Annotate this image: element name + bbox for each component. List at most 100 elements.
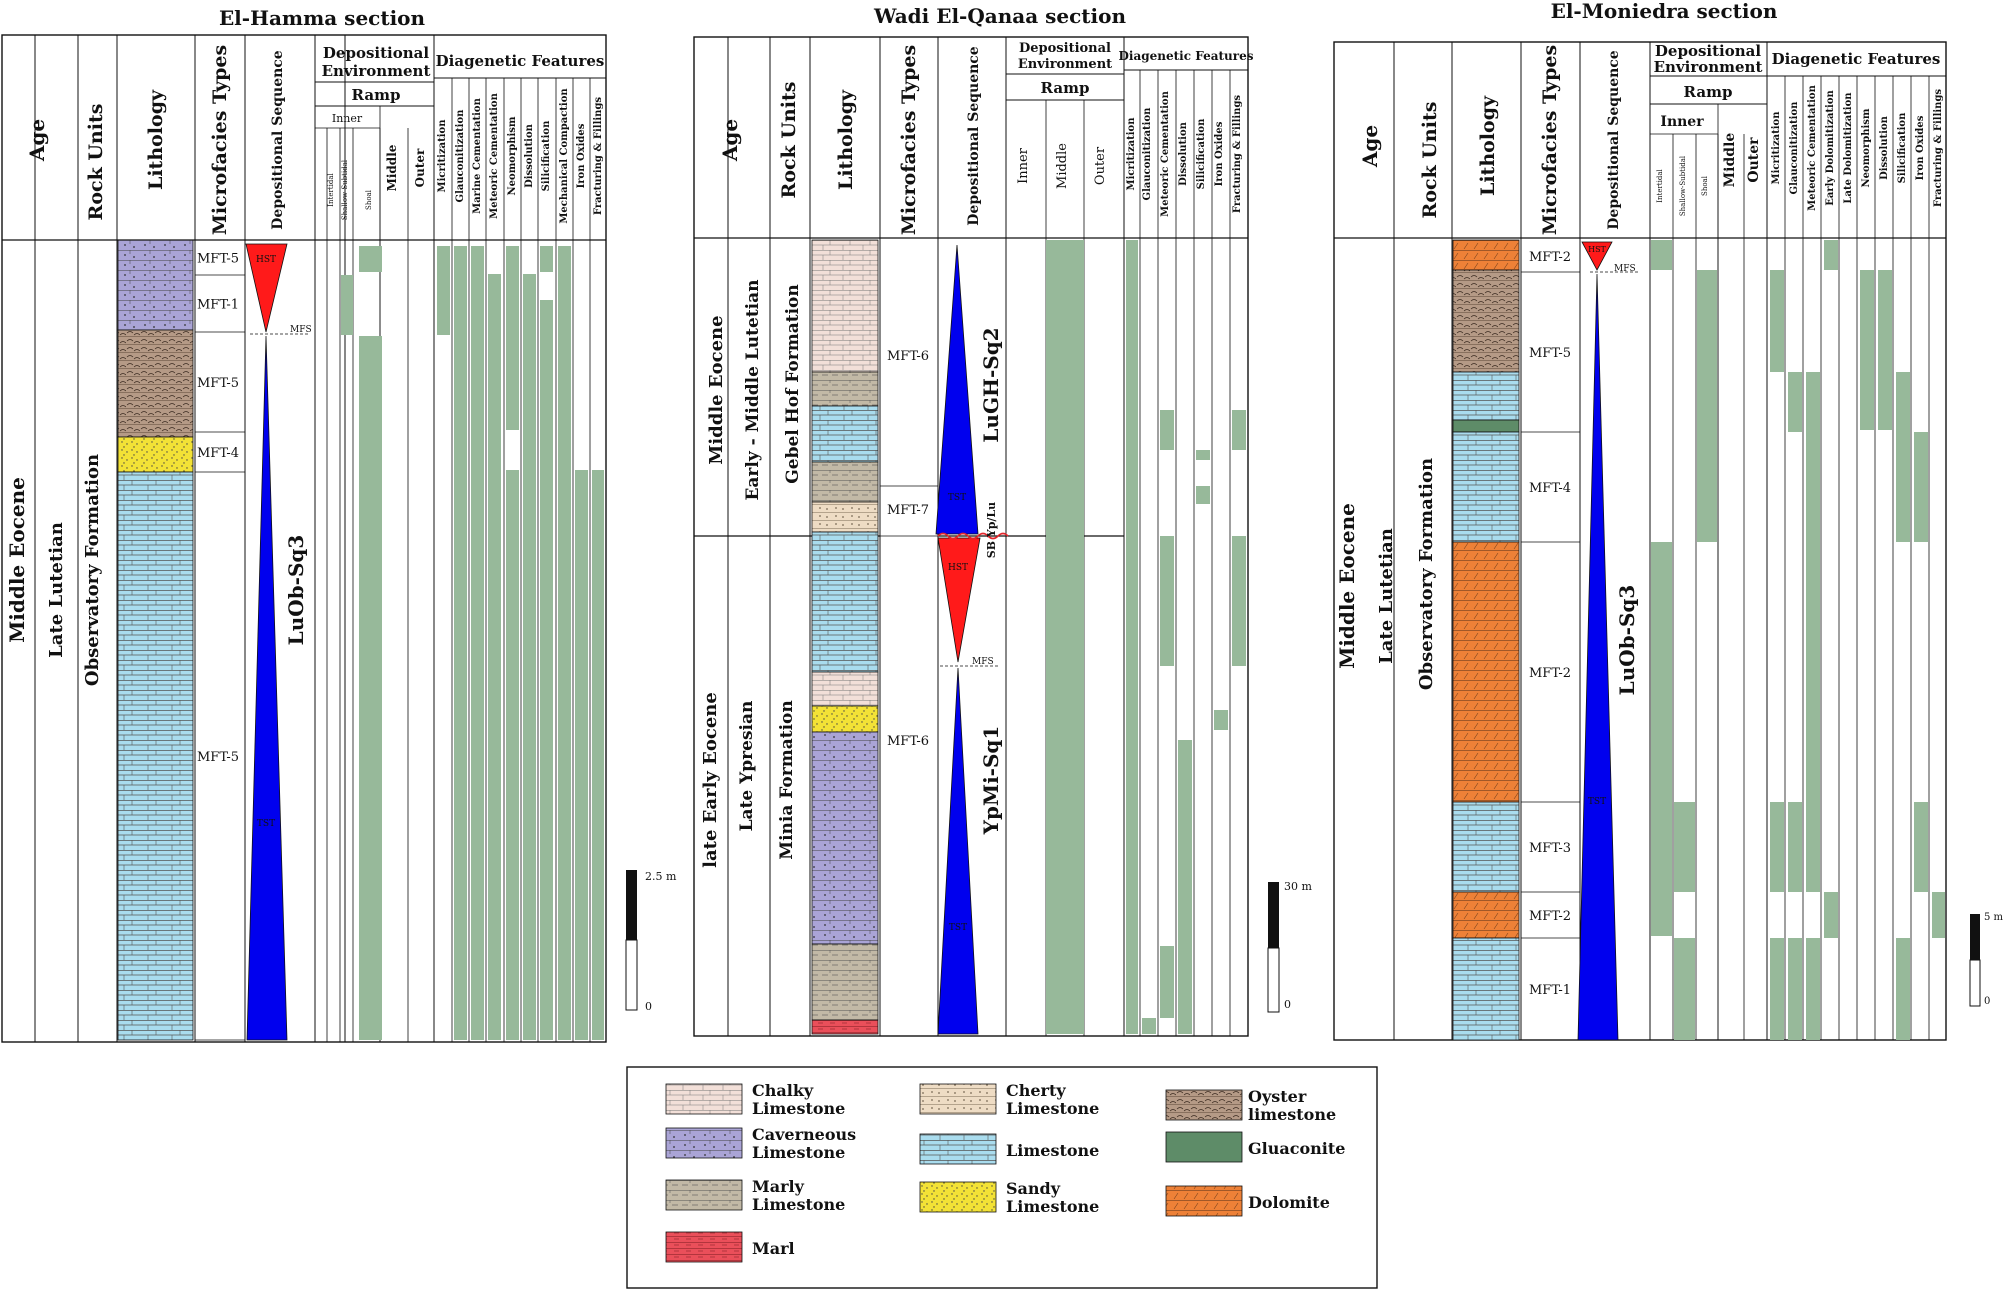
microfacies-label: MFT-6 bbox=[887, 349, 929, 364]
scale-label: 0 bbox=[1984, 996, 1990, 1007]
sequence-name: LuOb-Sq3 bbox=[1615, 585, 1639, 696]
lithology-bed bbox=[811, 671, 879, 707]
tst-triangle bbox=[937, 667, 979, 1035]
legend-swatch bbox=[665, 1127, 743, 1159]
lithology-header: Lithology bbox=[145, 89, 167, 190]
intertidal-header: Intertidal bbox=[1656, 168, 1664, 202]
scale-label: 5 m bbox=[1984, 912, 2004, 923]
scale-bar-black bbox=[1970, 914, 1980, 960]
microfacies-label: MFT-6 bbox=[887, 734, 929, 749]
tst-label: TST bbox=[949, 923, 967, 933]
hst-triangle bbox=[245, 243, 288, 333]
legend-label: Caverneous bbox=[752, 1125, 856, 1144]
diagenetic-fill bbox=[1896, 938, 1910, 1040]
legend-swatch bbox=[1165, 1185, 1243, 1217]
shoal-header: Shoal bbox=[1701, 175, 1709, 196]
hst-label: HST bbox=[256, 255, 276, 265]
formation-label: Gebel Hof Formation bbox=[783, 284, 803, 484]
lithology-bed bbox=[117, 239, 194, 331]
diagenetic-fill bbox=[1932, 892, 1945, 938]
diagenetic-feature-label: Marine Cementation bbox=[472, 97, 483, 213]
diagenetic-feature-label: Dissolution bbox=[1178, 121, 1189, 186]
diagenetic-fill bbox=[1160, 410, 1174, 450]
shallow-subtidal-header: Shallow-Subtidal bbox=[341, 159, 349, 220]
diagenetic-fill bbox=[540, 300, 553, 1040]
environment-header: Depositional bbox=[1019, 41, 1111, 56]
environment-fill bbox=[1674, 802, 1695, 892]
legend-label: Limestone bbox=[752, 1143, 845, 1162]
lithology-bed bbox=[1452, 371, 1520, 421]
age-header: Age bbox=[25, 119, 49, 162]
section-frame bbox=[1333, 41, 1947, 1041]
stage-label: Early - Middle Lutetian bbox=[743, 279, 763, 500]
diagenetic-fill bbox=[1824, 240, 1838, 270]
scale-bar-white bbox=[1267, 947, 1280, 1013]
diagenetic-header: Diagenetic Features bbox=[436, 52, 605, 70]
hst-triangle bbox=[937, 537, 981, 663]
microfacies-header: Microfacies Types bbox=[1539, 45, 1561, 235]
legend-label: Oyster bbox=[1248, 1087, 1307, 1106]
diagenetic-fill bbox=[488, 274, 501, 1040]
diagenetic-fill bbox=[1160, 536, 1174, 666]
scale-bar-black bbox=[1268, 882, 1279, 948]
middle-header: Middle bbox=[1055, 143, 1070, 189]
environment-fill bbox=[1697, 270, 1717, 542]
lithology-bed bbox=[811, 461, 879, 503]
rock-units-header: Rock Units bbox=[85, 104, 107, 221]
legend-label: Limestone bbox=[1006, 1099, 1099, 1118]
diagenetic-fill bbox=[1806, 938, 1820, 1040]
tst-label: TST bbox=[257, 819, 275, 829]
environment-fill bbox=[1674, 938, 1695, 1040]
diagenetic-feature-label: Iron Oxides bbox=[1214, 121, 1225, 186]
diagenetic-fill bbox=[1896, 372, 1910, 542]
microfacies-label: MFT-2 bbox=[1529, 666, 1571, 681]
shallow-subtidal-header: Shallow-Subtidal bbox=[1679, 155, 1687, 216]
legend-label: Limestone bbox=[752, 1099, 845, 1118]
formation-label: Observatory Formation bbox=[82, 454, 103, 686]
lithology-bed bbox=[1452, 419, 1520, 433]
diagenetic-fill bbox=[1232, 410, 1246, 450]
lithology-bed bbox=[811, 501, 879, 533]
tst-label: TST bbox=[948, 493, 966, 503]
diagenetic-feature-label: Early Dolomitization bbox=[1825, 89, 1836, 205]
age-label: Middle Eocene bbox=[5, 477, 29, 643]
age-label: Middle Eocene bbox=[1335, 503, 1359, 669]
diagenetic-fill bbox=[1232, 536, 1246, 666]
diagenetic-feature-label: Silicification bbox=[1196, 118, 1207, 189]
legend-label: Gluaconite bbox=[1248, 1139, 1345, 1158]
diagenetic-feature-label: Meteoric Cementation bbox=[489, 92, 500, 218]
ramp-header: Ramp bbox=[1684, 83, 1733, 101]
intertidal-header: Intertidal bbox=[327, 172, 335, 206]
outer-header: Outer bbox=[413, 148, 427, 187]
microfacies-label: MFT-5 bbox=[197, 750, 239, 765]
sequence-boundary-wavy bbox=[937, 532, 1009, 540]
lithology-bed bbox=[1452, 801, 1520, 893]
diagenetic-feature-label: Meteoric Cementation bbox=[1807, 84, 1818, 210]
scale-label: 2.5 m bbox=[645, 870, 677, 883]
ramp-header: Ramp bbox=[1041, 79, 1090, 97]
diagenetic-feature-label: Glauconitization bbox=[1142, 107, 1153, 201]
diagenetic-header: Diagenetic Features bbox=[1772, 50, 1941, 68]
inner-header: Inner bbox=[332, 112, 363, 125]
scale-label: 0 bbox=[1284, 998, 1291, 1011]
legend-swatch bbox=[665, 1231, 743, 1263]
diagenetic-feature-label: Fracturing & Fillings bbox=[1232, 95, 1243, 214]
scale-label: 0 bbox=[645, 1000, 652, 1013]
sequence-name: LuOb-Sq3 bbox=[284, 535, 308, 646]
lithology-bed bbox=[1452, 891, 1520, 939]
legend-label: Cherty bbox=[1006, 1081, 1066, 1100]
lithology-bed bbox=[1452, 937, 1520, 1041]
sequence-name: LuGH-Sq2 bbox=[979, 327, 1003, 442]
diagenetic-fill bbox=[1770, 802, 1784, 892]
tst-label: TST bbox=[1588, 797, 1606, 807]
age-header: Age bbox=[718, 119, 742, 162]
diagenetic-feature-label: Glauconitization bbox=[455, 109, 466, 203]
diagenetic-header: Diagenetic Features bbox=[1119, 49, 1254, 63]
environment-header: Depositional bbox=[1655, 42, 1761, 60]
environment-fill bbox=[341, 275, 353, 335]
scale-bar-black bbox=[626, 870, 637, 940]
diagenetic-fill bbox=[1914, 432, 1928, 542]
legend-swatch bbox=[919, 1181, 997, 1213]
lithology-bed bbox=[1452, 431, 1520, 543]
